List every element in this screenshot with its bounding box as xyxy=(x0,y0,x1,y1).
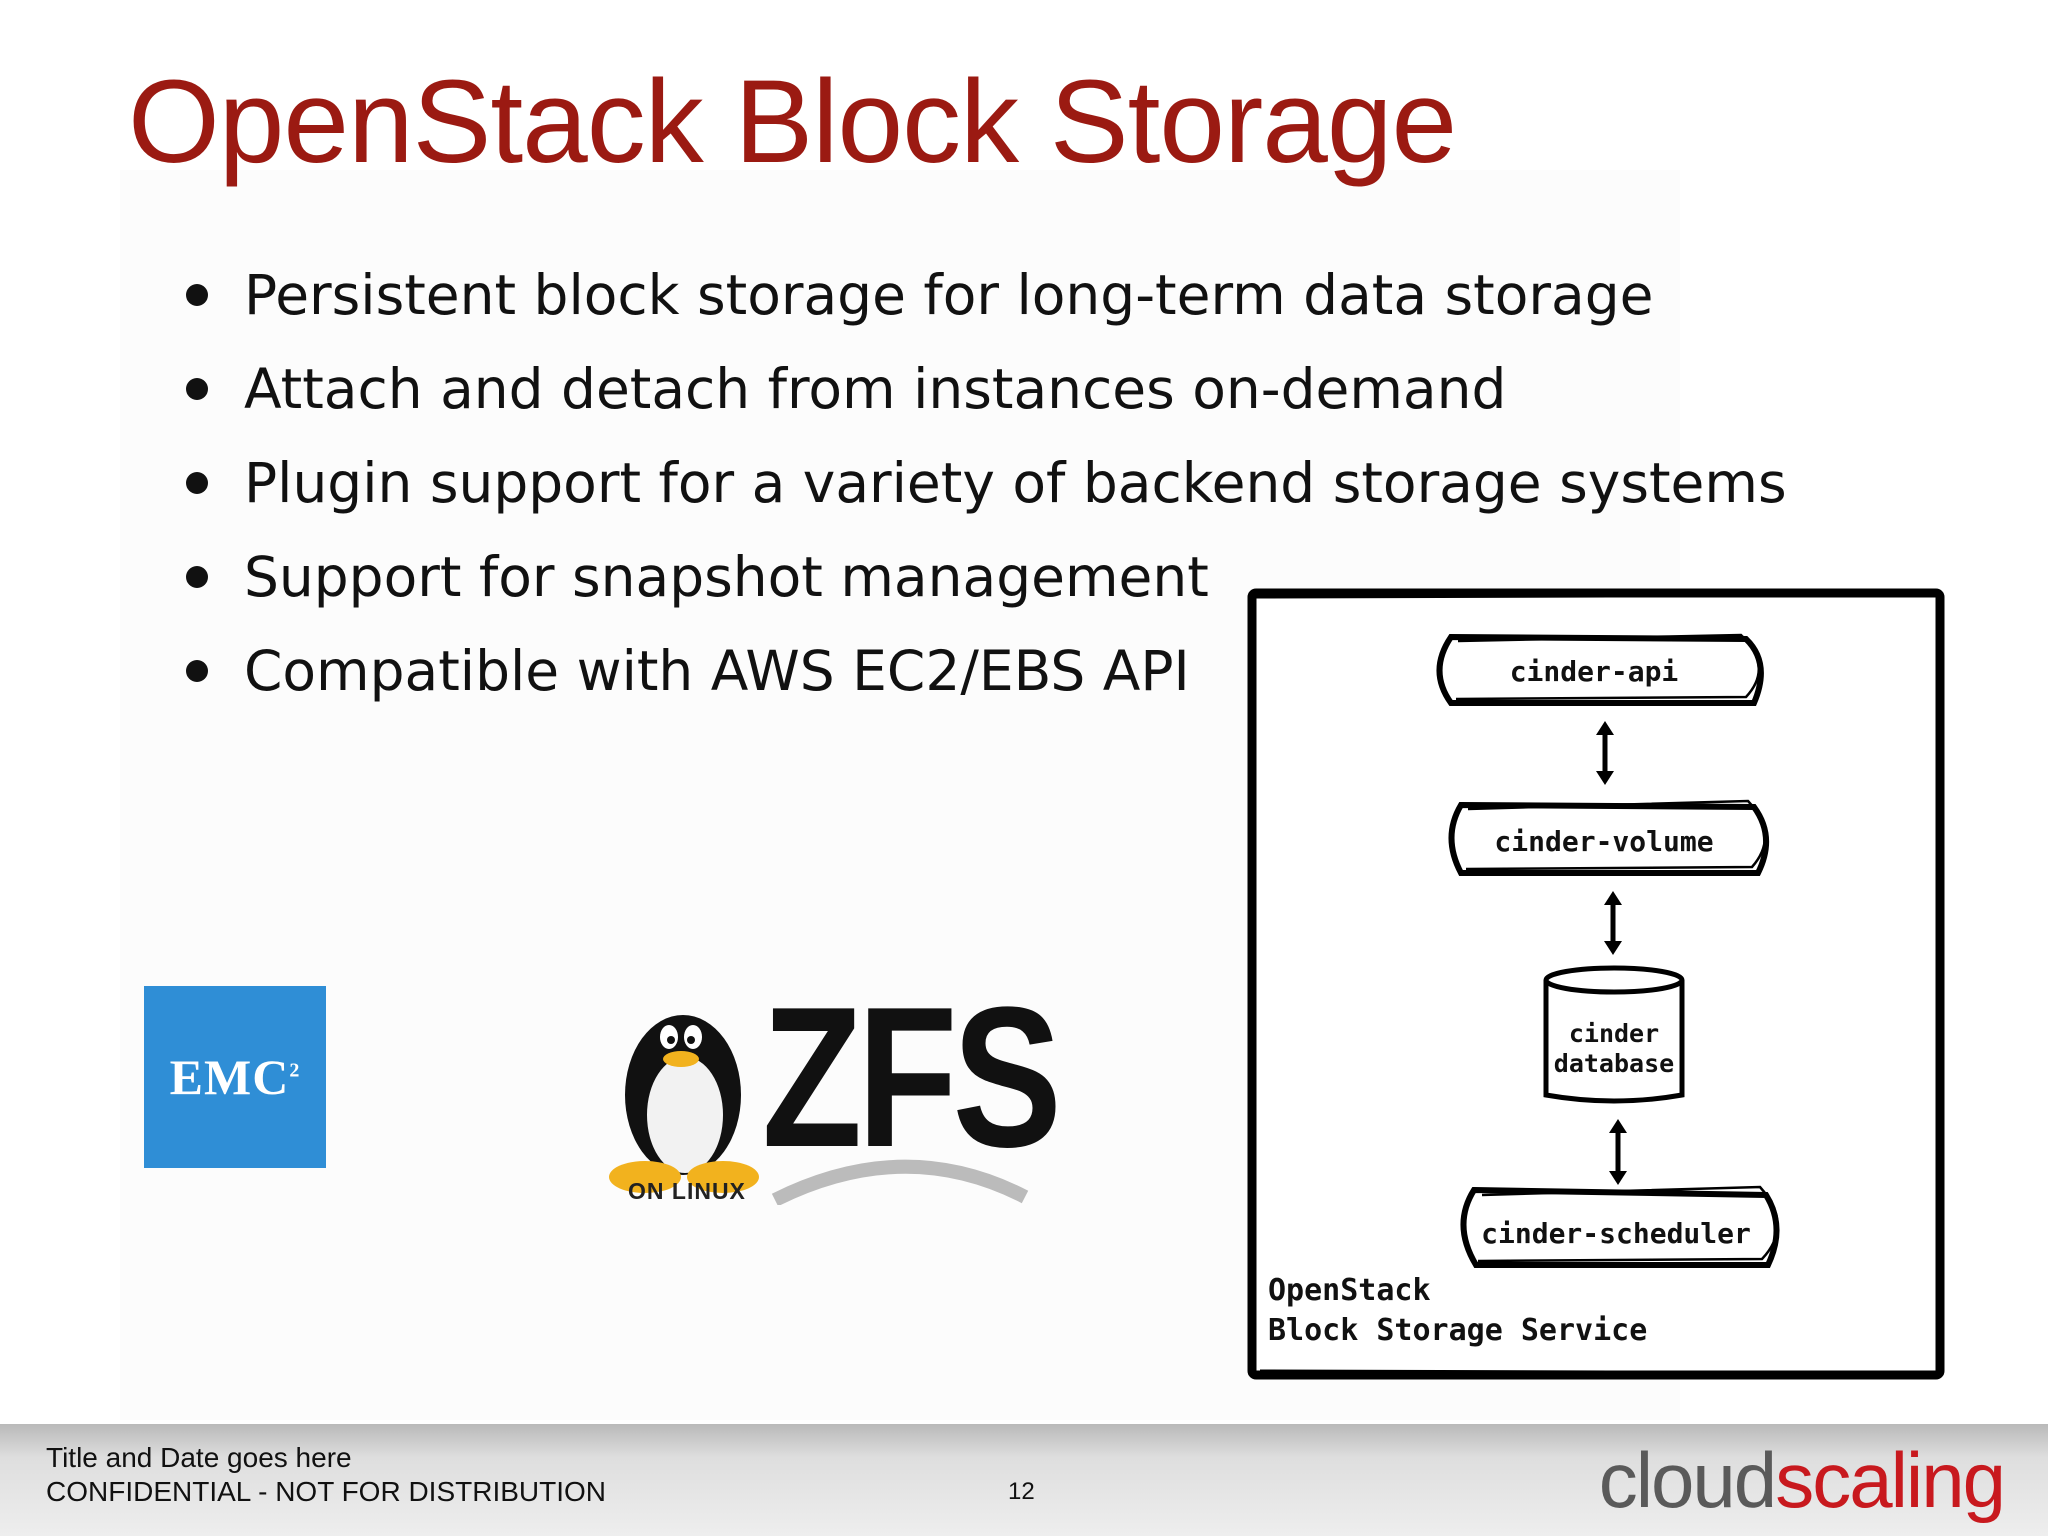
cloudscaling-logo: cloudscaling xyxy=(1598,1436,2006,1524)
zfs-logo-text: ZFS xyxy=(762,966,1062,1189)
diagram-caption-line2: Block Storage Service xyxy=(1268,1313,1647,1348)
cinder-scheduler-node: cinder-scheduler xyxy=(1460,1185,1780,1268)
bullet-dot-icon xyxy=(186,378,208,400)
emc-logo-text: EMC2 xyxy=(169,1049,301,1105)
cinder-api-node: cinder-api xyxy=(1436,633,1764,706)
page-number: 12 xyxy=(1008,1478,1035,1505)
bullet-item: Support for snapshot management xyxy=(178,530,1787,624)
footer-confidential: CONFIDENTIAL - NOT FOR DISTRIBUTION xyxy=(46,1476,607,1507)
bullet-dot-icon xyxy=(186,284,208,306)
bullet-item: Attach and detach from instances on-dema… xyxy=(178,342,1787,436)
tux-penguin-icon xyxy=(609,1015,759,1193)
cinder-database-node: cinder database xyxy=(1543,965,1685,1104)
diagram-caption-line1: OpenStack xyxy=(1268,1273,1431,1308)
cinder-database-label-line1: cinder xyxy=(1569,1019,1659,1048)
cinder-volume-node: cinder-volume xyxy=(1448,799,1770,876)
slide-footer: Title and Date goes here CONFIDENTIAL - … xyxy=(0,1424,2048,1536)
zfs-logo xyxy=(609,1015,1029,1205)
bullet-dot-icon xyxy=(186,566,208,588)
slide-title: OpenStack Block Storage xyxy=(128,56,1457,188)
emc-logo: EMC2 xyxy=(144,986,326,1168)
bullet-dot-icon xyxy=(186,660,208,682)
bullet-item: Plugin support for a variety of backend … xyxy=(178,436,1787,530)
bullet-dot-icon xyxy=(186,472,208,494)
cinder-architecture-diagram: cinder-api cinder-volume cinder database… xyxy=(1247,588,1945,1380)
cinder-volume-label: cinder-volume xyxy=(1494,825,1713,858)
cinder-database-label-line2: database xyxy=(1554,1049,1674,1078)
zfs-logo-subtitle: ON LINUX xyxy=(628,1178,746,1204)
cinder-api-label: cinder-api xyxy=(1510,655,1679,688)
footer-title-date: Title and Date goes here xyxy=(46,1442,352,1473)
bullet-item: Compatible with AWS EC2/EBS API xyxy=(178,624,1787,718)
bullet-list: Persistent block storage for long-term d… xyxy=(178,248,1787,718)
bullet-item: Persistent block storage for long-term d… xyxy=(178,248,1787,342)
cinder-scheduler-label: cinder-scheduler xyxy=(1481,1217,1751,1250)
